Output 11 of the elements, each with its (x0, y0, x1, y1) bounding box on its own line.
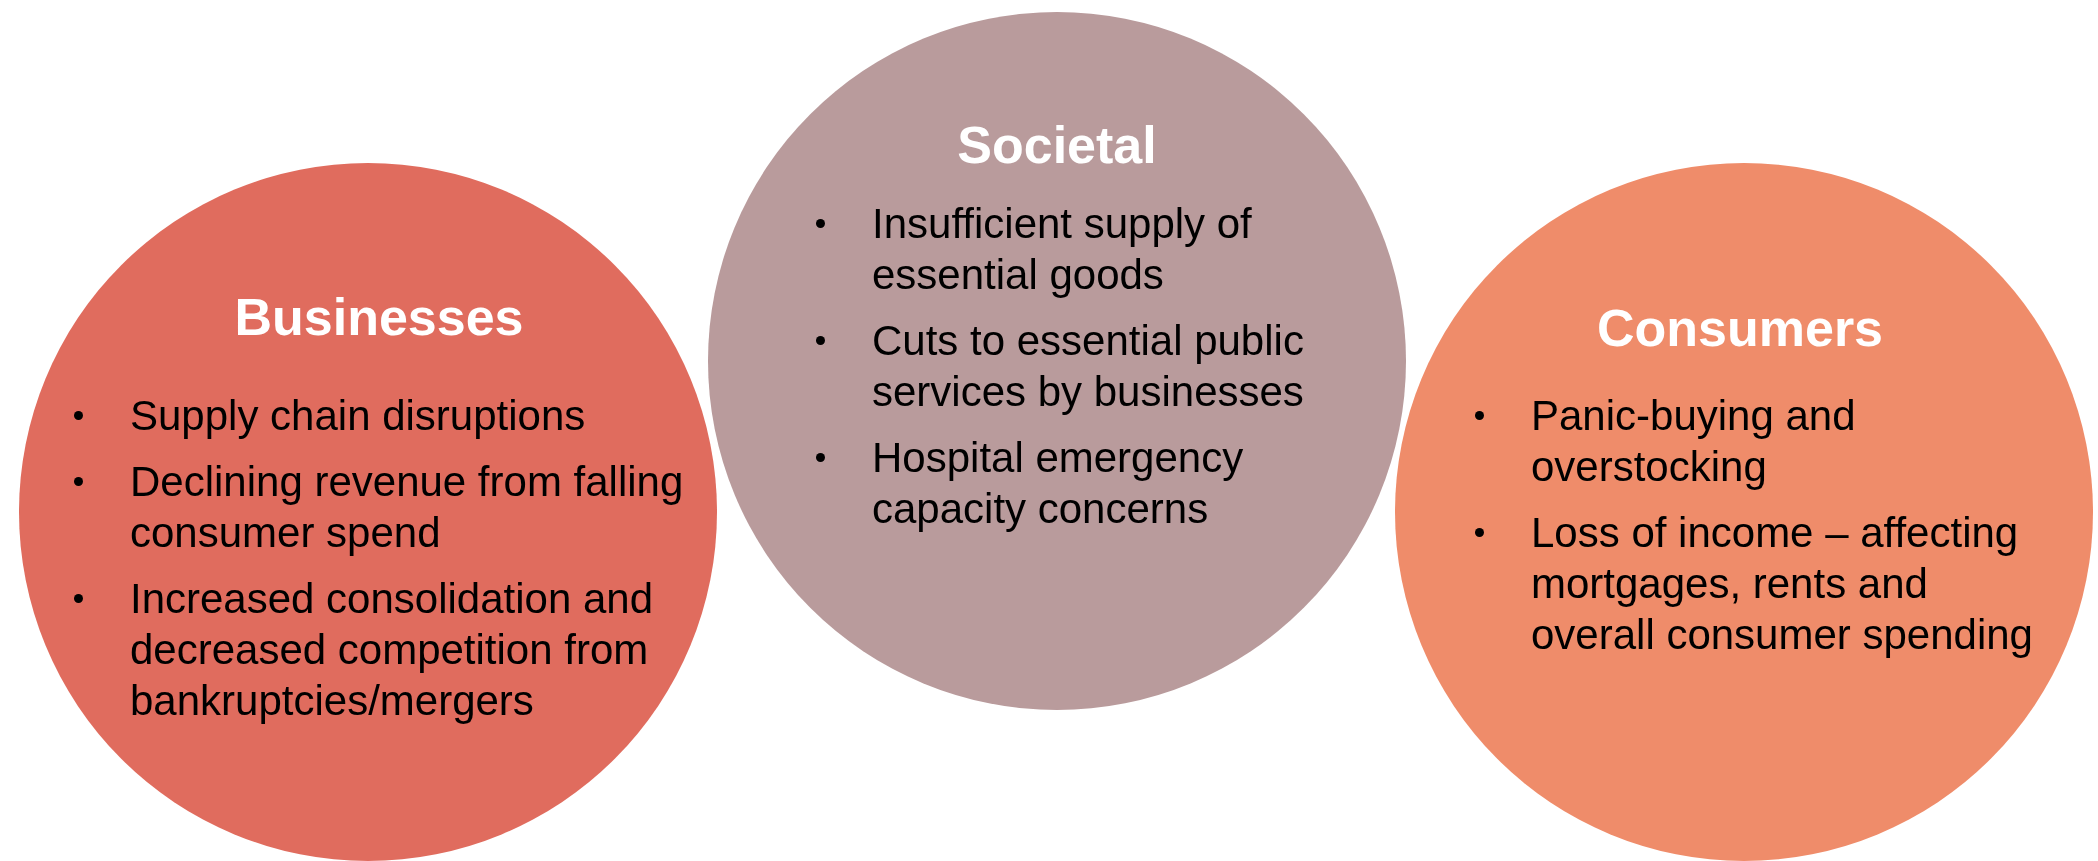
bullet-text: Declining revenue from falling consumer spend (130, 457, 685, 558)
bullet-text: Loss of income – affecting mortgages, rents and overall consumer spending (1531, 508, 2034, 660)
bullet-text: Hospital emergency capacity concerns (872, 433, 1245, 534)
bullet-text: Panic-buying and overstocking (1531, 391, 1857, 492)
bullet-text: Increased consolidation and decreased competition from bankruptcies/mergers (130, 574, 655, 726)
circle-heading: Societal (957, 119, 1157, 171)
bullet-text: Cuts to essential public services by businesses (872, 316, 1305, 417)
circle-heading: Consumers (1596, 302, 1884, 354)
bullet-text: Supply chain disruptions (130, 391, 587, 441)
circle-heading: Businesses (234, 291, 524, 343)
bullet-text: Insufficient supply of essential goods (872, 199, 1253, 300)
